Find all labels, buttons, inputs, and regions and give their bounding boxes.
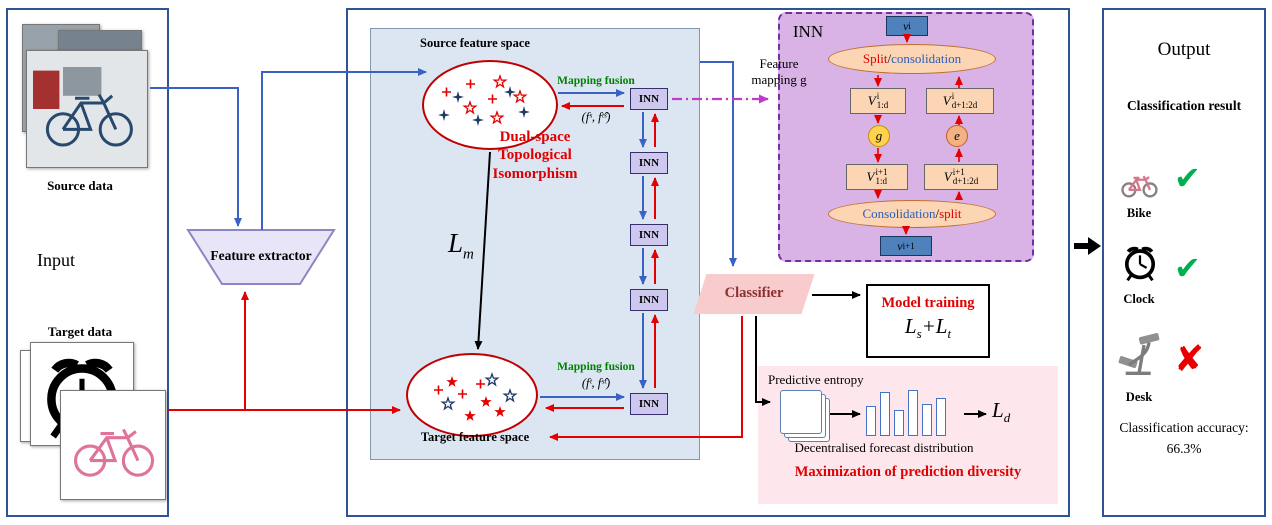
model-training-box: Model training Ls+Lt — [866, 284, 990, 358]
accuracy-value: 66.3% — [1166, 441, 1202, 457]
consolidation-split-ellipse: Consolidation/split — [828, 200, 996, 228]
inn-box-3-label: INN — [638, 229, 660, 241]
v-in-base: v — [903, 18, 909, 33]
inn-box-2: INN — [630, 152, 668, 174]
classifier-label: Classifier — [724, 285, 784, 301]
inn-box-2-label: INN — [638, 157, 660, 169]
clock-check-icon: ✔ — [1174, 249, 1201, 287]
lm-base: L — [448, 228, 464, 258]
bike-sketch — [45, 93, 133, 147]
mapping-fusion-top-formula: (fˢ, fᵗ̂ˢ) — [581, 110, 611, 124]
e-function-node: e — [946, 125, 968, 147]
split-consolidation-ellipse: Split/consolidation — [828, 44, 996, 74]
pink-bike-image — [74, 428, 155, 477]
inn-box-3: INN — [630, 224, 668, 246]
feature-mapping-label: Feature mapping g — [751, 56, 807, 87]
bike-label: Bike — [1126, 206, 1152, 220]
model-training-title: Model training — [881, 295, 975, 311]
source-feature-space-label: Source feature space — [420, 36, 530, 50]
desk-label: Desk — [1125, 390, 1153, 404]
lm-loss: Lm — [448, 228, 474, 263]
split-word: Split — [862, 51, 888, 66]
entropy-bar — [880, 392, 890, 436]
output-title: Output — [1157, 39, 1211, 60]
g-function-node: g — [868, 125, 890, 147]
inn-box-4: INN — [630, 289, 668, 311]
bike-check-icon: ✔ — [1174, 159, 1201, 197]
inn-box-5-label: INN — [638, 398, 660, 410]
bike-icon — [1121, 175, 1158, 198]
desk-cross-icon: ✘ — [1174, 339, 1205, 380]
model-training-formula: Ls+Lt — [904, 314, 952, 342]
entropy-bar — [936, 398, 946, 436]
entropy-bar — [922, 404, 932, 436]
accuracy-block: Classification accuracy: 66.3% — [1104, 420, 1264, 458]
doc-stack-front — [780, 390, 822, 434]
v-in-sup: i — [908, 21, 911, 31]
entropy-bar — [894, 410, 904, 436]
predictive-entropy-label: Predictive entropy — [768, 372, 864, 387]
mapping-fusion-bottom-label: Mapping fusion — [557, 361, 635, 373]
entropy-bar — [866, 406, 876, 436]
diversity-title: Maximization of prediction diversity — [794, 464, 1022, 480]
clock-icon — [1124, 246, 1156, 282]
forecast-caption: Decentralised forecast distribution — [794, 440, 974, 455]
target-photo-bike — [60, 390, 166, 500]
consolidation-word: consolidation — [891, 51, 962, 66]
isomorphism-title: Dual-space Topological Isomorphism — [492, 129, 578, 182]
clock-label: Clock — [1123, 292, 1155, 306]
output-flow-arrow — [1074, 237, 1101, 255]
source-feature-ellipse — [422, 60, 558, 150]
inn-detail-title: INN — [792, 22, 824, 41]
input-panel-title: Input — [37, 250, 75, 270]
target-feature-ellipse — [406, 353, 538, 437]
source-bike-image — [33, 67, 133, 147]
inn-box-1: INN — [630, 88, 668, 110]
desk-chair-icon — [1118, 333, 1160, 375]
source-photo-front — [26, 50, 148, 168]
target-feature-space-label: Target feature space — [420, 430, 530, 444]
source-data-label: Source data — [47, 178, 113, 193]
lm-sub: m — [463, 246, 474, 263]
entropy-bar — [908, 390, 918, 436]
classification-result-title: Classification result — [1126, 98, 1242, 113]
feature-extractor-label: Feature extractor — [210, 248, 312, 263]
entropy-bars — [866, 386, 960, 436]
feature-extractor-shape — [186, 229, 336, 285]
inn-box-1-label: INN — [638, 93, 660, 105]
accuracy-label: Classification accuracy: — [1119, 420, 1249, 435]
inn-box-4-label: INN — [638, 294, 660, 306]
mapping-fusion-bottom-formula: (fᵗ, fˢ̂ᵗ) — [581, 376, 611, 390]
ld-loss: Ld — [992, 398, 1011, 426]
mapping-fusion-top-label: Mapping fusion — [557, 75, 635, 87]
inn-box-5: INN — [630, 393, 668, 415]
target-data-label: Target data — [47, 324, 113, 339]
